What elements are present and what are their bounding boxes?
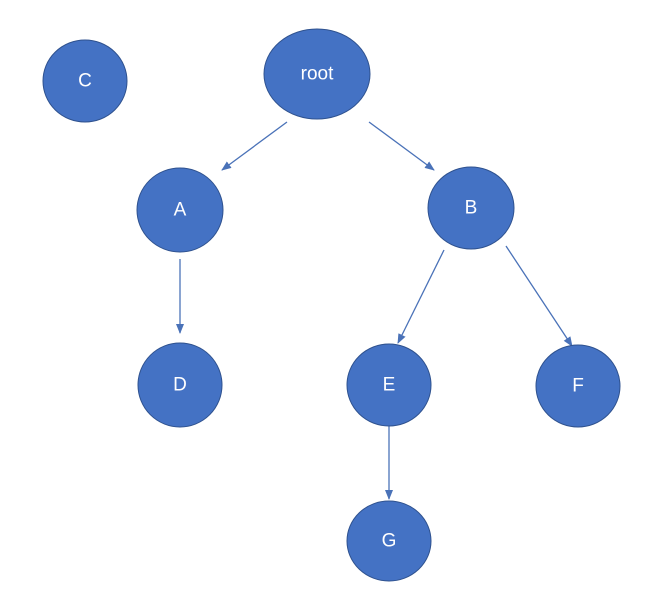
edge-root-b (368, 121, 435, 171)
node-g-circle (346, 500, 432, 582)
node-d-circle (137, 342, 223, 428)
node-c-circle (42, 39, 128, 123)
edge-root-a (221, 121, 288, 171)
node-g: G (346, 500, 432, 582)
edge-b-e (397, 249, 445, 344)
edges-layer (176, 121, 573, 500)
node-e-label: E (383, 375, 396, 396)
node-b: B (427, 166, 515, 250)
node-f-circle (535, 344, 621, 428)
node-e: E (346, 343, 432, 427)
node-d-label: D (173, 375, 187, 396)
node-a-label: A (174, 200, 187, 221)
node-e-circle (346, 343, 432, 427)
node-c-label: C (78, 71, 92, 92)
node-root-circle (263, 28, 371, 120)
node-g-label: G (382, 531, 397, 552)
node-root-label: root (301, 64, 334, 85)
node-a: A (136, 167, 224, 253)
node-b-circle (427, 166, 515, 250)
node-c: C (42, 39, 128, 123)
node-d: D (137, 342, 223, 428)
node-f: F (535, 344, 621, 428)
node-root: root (263, 28, 371, 120)
edge-b-f (505, 245, 573, 347)
node-f-label: F (572, 376, 584, 397)
node-a-circle (136, 167, 224, 253)
node-b-label: B (465, 198, 478, 219)
